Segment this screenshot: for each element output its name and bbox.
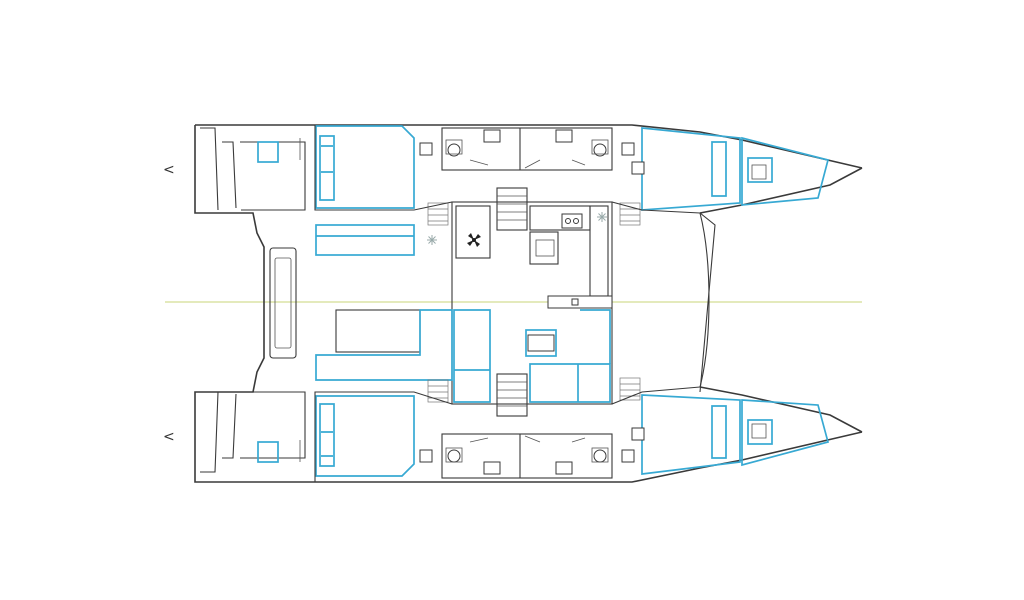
stairs-top — [496, 187, 528, 231]
forward-cabin-bottom — [631, 394, 830, 475]
saloon — [451, 201, 613, 405]
cockpit-bench — [315, 309, 453, 381]
head-compartments-bottom — [419, 433, 635, 479]
hatch-stairs-bottom — [427, 377, 641, 403]
aft-cabin-bottom — [257, 395, 415, 477]
aft-cabin-top — [257, 125, 415, 209]
forward-cabin-top — [631, 127, 830, 211]
fan-icon — [467, 233, 481, 247]
helm-seat — [269, 247, 297, 359]
top-hull — [194, 124, 863, 483]
stairs-bottom — [496, 373, 528, 417]
cockpit-table — [335, 309, 421, 353]
hatch-top-left — [257, 141, 279, 163]
snowflake-icon — [597, 212, 607, 222]
head-compartments-top — [419, 127, 635, 171]
stern-left-top — [200, 127, 306, 211]
top-lounge-bench — [315, 224, 415, 256]
bow-chevron-icon: < — [163, 162, 175, 178]
stern-left-bottom — [200, 391, 306, 473]
bow-chevron-icon: < — [163, 429, 175, 445]
snowflake-icon — [427, 235, 437, 245]
hatch-bottom-left — [257, 441, 279, 463]
hatch-stairs-top — [427, 202, 641, 226]
